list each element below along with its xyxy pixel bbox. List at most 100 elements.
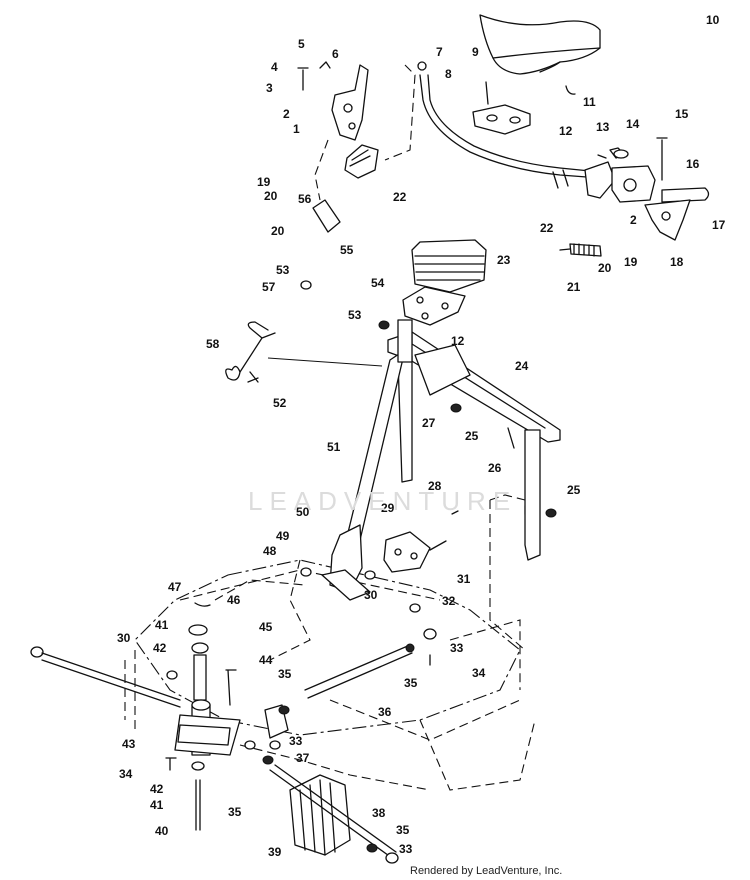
shift-lever-51	[321, 319, 413, 601]
bolt-34-lower	[165, 757, 177, 771]
callout-label: 35	[404, 676, 418, 690]
callout-label: 42	[153, 641, 167, 655]
callout-label: 52	[273, 396, 287, 410]
bolt-31	[429, 540, 447, 551]
nut-35-b	[405, 643, 415, 653]
callout-label: 22	[393, 190, 407, 204]
callout-label: 30	[117, 631, 131, 645]
callout-label: 33	[399, 842, 413, 856]
mount-plate-54	[402, 286, 466, 326]
callout-label: 26	[488, 461, 502, 475]
lever-hub	[584, 137, 668, 203]
callout-label: 40	[155, 824, 169, 838]
nut-25a	[450, 403, 462, 413]
callout-label: 43	[122, 737, 136, 751]
callout-label: 6	[332, 47, 339, 61]
callout-label: 16	[686, 157, 700, 171]
callout-label: 20	[271, 224, 285, 238]
callout-label: 45	[259, 620, 273, 634]
spring-21	[559, 243, 602, 257]
callout-label: 1	[293, 122, 300, 136]
callout-label: 2	[630, 213, 637, 227]
callout-label: 13	[596, 120, 610, 134]
nut-35-c	[262, 755, 274, 765]
spring-58	[225, 321, 276, 383]
callout-label: 23	[497, 253, 511, 267]
callout-label: 21	[567, 280, 581, 294]
nut-25b	[545, 508, 557, 518]
nut-37	[269, 740, 281, 750]
callout-label: 41	[155, 618, 169, 632]
dash-link-1	[314, 139, 329, 201]
callout-label: 12	[451, 334, 465, 348]
watermark: LEADVENTURE	[248, 486, 518, 516]
pin-26	[507, 427, 515, 449]
hairpin-11	[565, 85, 576, 95]
callout-label: 39	[268, 845, 282, 859]
callout-label: 30	[364, 588, 378, 602]
nut-53	[378, 320, 390, 330]
callout-label: 25	[567, 483, 581, 497]
callout-label: 31	[457, 572, 471, 586]
callout-label: 34	[472, 666, 486, 680]
callout-label: 32	[442, 594, 456, 608]
callout-label: 35	[396, 823, 410, 837]
clamps-12	[552, 169, 569, 189]
nut-53-left	[300, 280, 312, 290]
callout-label: 15	[675, 107, 689, 121]
shift-boot-23	[411, 239, 487, 293]
callout-label: 25	[465, 429, 479, 443]
callout-label: 11	[583, 95, 596, 109]
handle-grip-16	[661, 187, 710, 203]
callout-label: 51	[327, 440, 341, 454]
callout-label: 20	[264, 189, 278, 203]
callout-label: 2	[283, 107, 290, 121]
nut-30-lower	[166, 670, 178, 680]
rod-left-30	[30, 646, 181, 708]
callout-label: 41	[150, 798, 164, 812]
cotter-47	[194, 602, 211, 607]
callout-label: 19	[257, 175, 271, 189]
shaft-38	[269, 764, 399, 864]
callout-label: 44	[259, 653, 273, 667]
callout-label: 36	[378, 705, 392, 719]
callout-label: 19	[624, 255, 638, 269]
callout-label: 55	[340, 243, 354, 257]
callout-label: 29	[381, 501, 395, 515]
callout-label: 20	[598, 261, 612, 275]
callout-label: 33	[289, 734, 303, 748]
bracket-29	[383, 531, 431, 573]
nut-30-mid	[364, 570, 376, 580]
seat-bracket	[472, 104, 531, 135]
callout-label: 33	[450, 641, 464, 655]
dash-link-2	[384, 64, 416, 161]
callout-label: 35	[228, 805, 242, 819]
callout-label: 53	[348, 308, 362, 322]
callout-label: 35	[278, 667, 292, 681]
bolt-40	[195, 779, 201, 831]
callout-label: 18	[670, 255, 684, 269]
bolt-9	[485, 81, 489, 105]
bolt-32	[409, 603, 421, 613]
shift-bracket-18	[644, 199, 691, 241]
plate-55	[312, 199, 341, 233]
callout-label: 8	[445, 67, 452, 81]
lever-plate	[297, 61, 369, 141]
callout-label: 7	[436, 45, 443, 59]
boot-39	[289, 774, 351, 856]
callout-label: 10	[706, 13, 720, 27]
callout-label: 56	[298, 192, 312, 206]
callout-label: 46	[227, 593, 241, 607]
callout-label: 5	[298, 37, 305, 51]
callout-label: 9	[472, 45, 479, 59]
callout-label: 53	[276, 263, 290, 277]
callout-label: 34	[119, 767, 133, 781]
callout-label: 27	[422, 416, 436, 430]
lever-frame-24	[387, 331, 561, 561]
callout-label: 48	[263, 544, 277, 558]
callout-label: 4	[271, 60, 278, 74]
nut-35-lower	[244, 740, 256, 750]
callout-label: 14	[626, 117, 640, 131]
shift-rod	[417, 61, 601, 179]
pivot-post	[174, 624, 241, 756]
